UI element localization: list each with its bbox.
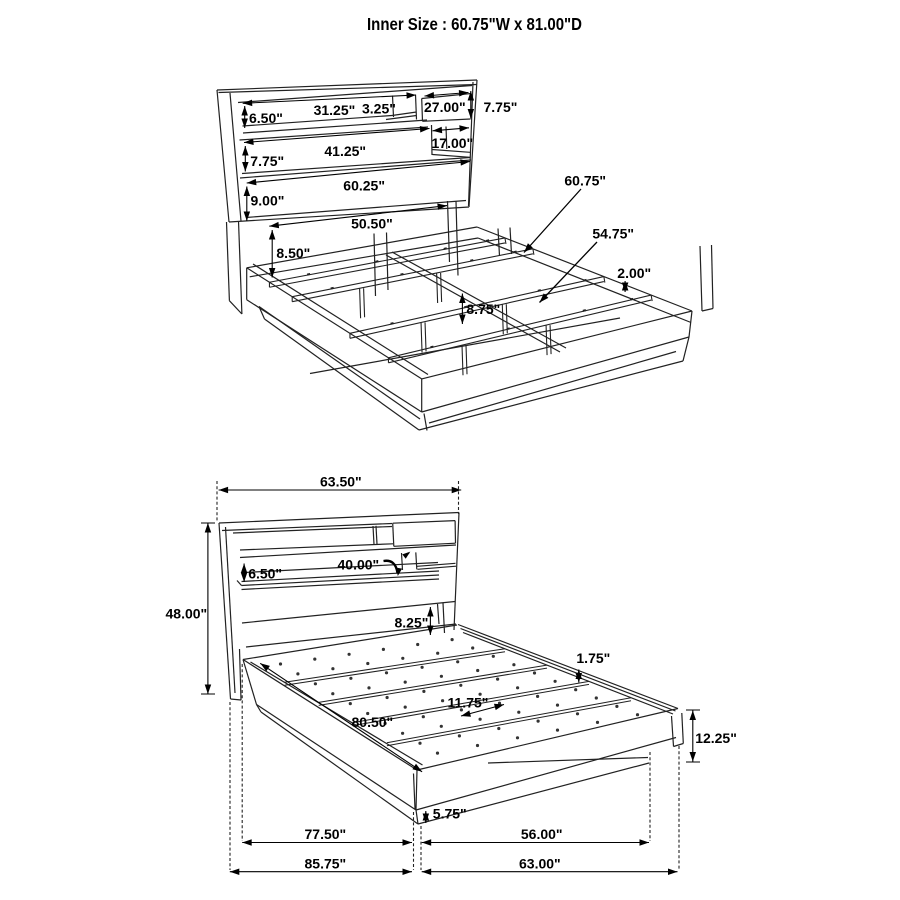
svg-text:1.75": 1.75" xyxy=(576,650,610,666)
svg-text:60.25": 60.25" xyxy=(343,178,385,194)
svg-text:8.75": 8.75" xyxy=(466,301,500,317)
svg-text:80.50": 80.50" xyxy=(352,714,394,730)
svg-text:6.50": 6.50" xyxy=(248,566,282,582)
svg-text:63.00": 63.00" xyxy=(519,856,561,872)
svg-text:8.25": 8.25" xyxy=(395,615,429,631)
svg-text:48.00": 48.00" xyxy=(166,606,208,622)
svg-text:60.75": 60.75" xyxy=(564,173,606,189)
svg-text:50.50": 50.50" xyxy=(351,216,393,232)
svg-text:77.50": 77.50" xyxy=(305,826,347,842)
svg-text:9.00": 9.00" xyxy=(251,193,285,209)
svg-text:8.50": 8.50" xyxy=(276,245,310,261)
svg-text:41.25": 41.25" xyxy=(324,143,366,159)
svg-text:5.75": 5.75" xyxy=(433,806,467,822)
svg-text:3.25": 3.25" xyxy=(362,101,396,117)
svg-text:40.00": 40.00" xyxy=(338,557,380,573)
svg-text:7.75": 7.75" xyxy=(484,99,518,115)
svg-text:11.75": 11.75" xyxy=(448,695,489,711)
svg-text:54.75": 54.75" xyxy=(592,226,634,242)
svg-text:63.50": 63.50" xyxy=(320,474,362,490)
svg-text:31.25": 31.25" xyxy=(314,102,356,118)
svg-text:2.00": 2.00" xyxy=(617,265,651,281)
svg-text:17.00": 17.00" xyxy=(432,135,474,151)
svg-text:27.00": 27.00" xyxy=(424,99,466,115)
svg-text:85.75": 85.75" xyxy=(305,856,347,872)
svg-text:12.25": 12.25" xyxy=(695,730,737,746)
svg-text:56.00": 56.00" xyxy=(521,826,563,842)
svg-text:6.50": 6.50" xyxy=(249,110,283,126)
svg-text:7.75": 7.75" xyxy=(250,153,284,169)
svg-text:Inner Size : 60.75"W x 81.00"D: Inner Size : 60.75"W x 81.00"D xyxy=(367,14,582,34)
